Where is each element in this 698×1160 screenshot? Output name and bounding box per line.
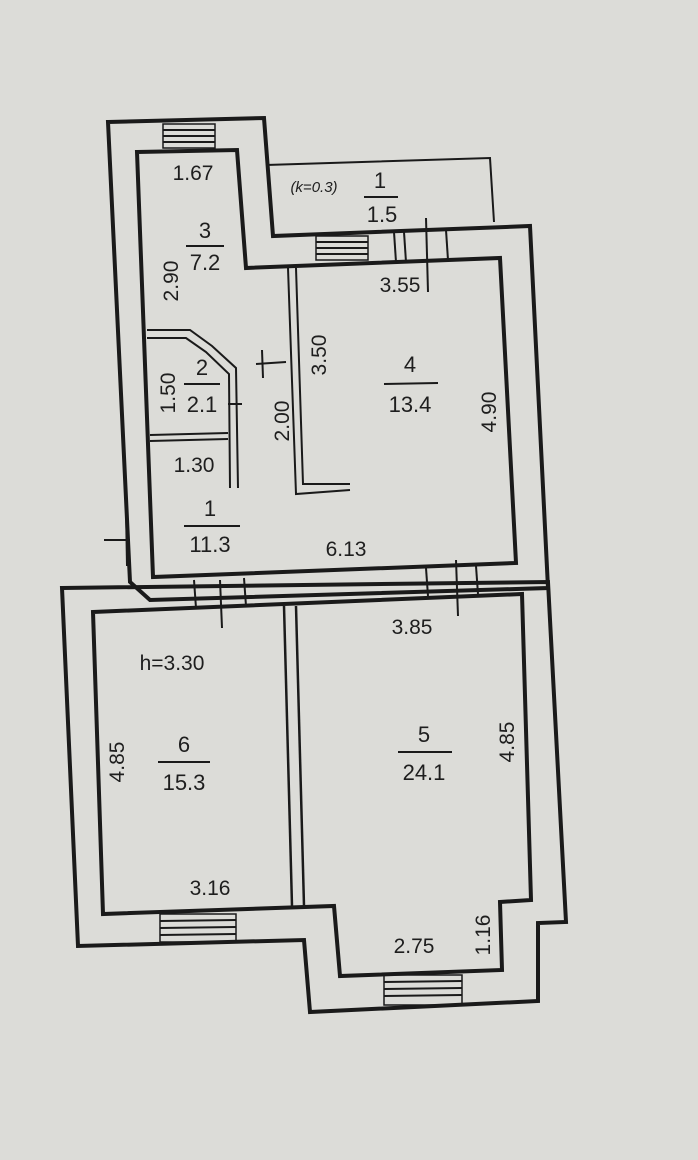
partition-1-4: [287, 267, 351, 496]
balcony-area: 1.5: [367, 202, 398, 227]
partition-3-2: [147, 329, 239, 489]
room-1-area: 11.3: [189, 532, 230, 557]
dim-1-30: 1.30: [174, 454, 215, 477]
dim-3-16: 3.16: [190, 877, 231, 900]
partition-6-5: [282, 605, 306, 907]
room-4-area: 13.4: [389, 392, 432, 417]
inner-wall-upper: [134, 147, 519, 580]
balcony-door: [393, 229, 449, 263]
door-marks: [104, 217, 459, 629]
room-6-area: 15.3: [163, 770, 206, 795]
outer-wall-upper: [105, 115, 551, 603]
dim-6-13: 6.13: [326, 538, 367, 561]
room-2-number: 2: [196, 355, 208, 380]
passage-1-5: [193, 565, 479, 609]
room-3-number: 3: [199, 218, 211, 243]
room-2-area: 2.1: [187, 392, 218, 417]
dim-1-50: 1.50: [157, 373, 180, 414]
dim-4-85-right: 4.85: [496, 722, 519, 763]
balcony-outline: [265, 156, 495, 223]
ceiling-height: h=3.30: [140, 652, 205, 675]
fraction-bars: [158, 196, 452, 763]
room-1-number: 1: [204, 496, 216, 521]
outer-wall-lower: [59, 579, 569, 1015]
dim-4-85-left: 4.85: [106, 742, 129, 783]
window-top: [162, 123, 216, 149]
dim-2-00: 2.00: [271, 401, 294, 442]
dim-3-50: 3.50: [308, 335, 331, 376]
dim-1-67: 1.67: [173, 162, 214, 185]
balcony-number: 1: [374, 168, 386, 193]
dim-2-90: 2.90: [160, 261, 183, 302]
room-3-area: 7.2: [190, 250, 221, 275]
dim-2-75: 2.75: [394, 935, 435, 958]
room-4-number: 4: [404, 352, 416, 377]
dim-3-85: 3.85: [392, 616, 433, 639]
inner-wall-lower: [90, 591, 534, 979]
dim-4-90: 4.90: [478, 392, 501, 433]
window-room-6: [159, 913, 237, 943]
window-room-5: [383, 974, 463, 1006]
balcony-coefficient: (k=0.3): [290, 179, 337, 196]
window-room-4: [315, 235, 369, 261]
dim-3-55: 3.55: [380, 274, 421, 297]
room-5-area: 24.1: [403, 760, 446, 785]
room-5-number: 5: [418, 722, 430, 747]
dim-1-16: 1.16: [472, 915, 495, 956]
room-6-number: 6: [178, 732, 190, 757]
